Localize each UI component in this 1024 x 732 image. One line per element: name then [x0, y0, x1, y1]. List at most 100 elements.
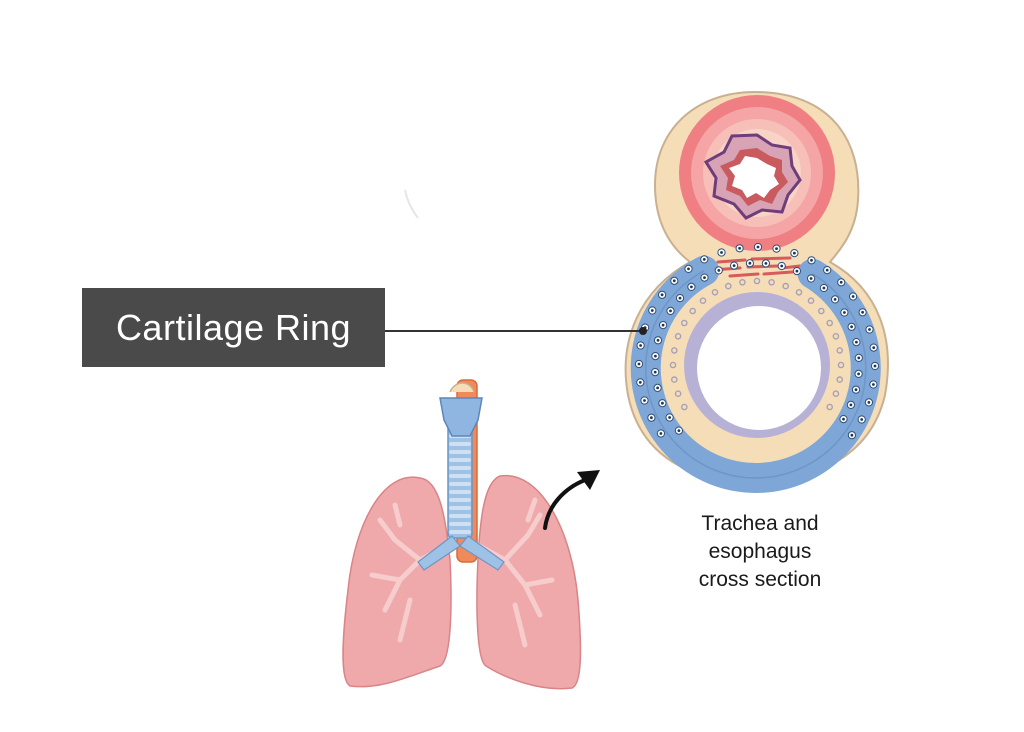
chondrocyte-nucleus — [650, 309, 654, 312]
submucosa-dot — [782, 282, 790, 290]
chondrocyte-nucleus — [720, 251, 723, 254]
chondrocyte-nucleus — [822, 286, 826, 290]
chondrocyte-nucleus — [756, 245, 760, 249]
chondrocyte-nucleus — [732, 264, 736, 267]
submucosa-dot — [681, 319, 688, 327]
chondrocyte-nucleus — [661, 323, 665, 327]
label-text: Cartilage Ring — [115, 306, 352, 348]
cartilage-ring — [630, 255, 881, 493]
chondrocyte-nucleus — [857, 356, 861, 360]
trachea-ring — [449, 490, 471, 494]
submucosa-dot — [807, 297, 815, 305]
submucosa-dot — [832, 332, 840, 340]
chondrocyte-nucleus — [825, 268, 829, 272]
submucosa-dot — [699, 297, 707, 305]
esophagus-section — [679, 95, 835, 251]
caption-line-2: esophagus — [708, 540, 812, 563]
chondrocyte-nucleus — [857, 372, 860, 376]
chondrocyte-nucleus — [850, 325, 853, 329]
chondrocyte-nucleus — [849, 403, 853, 407]
chondrocyte-nucleus — [861, 310, 864, 314]
chondrocyte-nucleus — [656, 338, 660, 342]
chondrocyte-nucleus — [738, 246, 741, 250]
chondrocyte-nucleus — [833, 298, 837, 301]
trachea-ring — [449, 458, 471, 462]
chondrocyte-nucleus — [637, 362, 641, 366]
chondrocyte-nucleus — [717, 269, 721, 272]
trachea-ring — [449, 482, 471, 486]
chondrocyte-nucleus — [860, 418, 864, 421]
chondrocyte-nucleus — [873, 364, 877, 368]
trachealis-muscle — [710, 256, 802, 278]
submucosa-dot — [836, 376, 844, 383]
submucosa-dot — [671, 347, 678, 354]
chondrocyte-nucleus — [851, 295, 855, 298]
submucosa-dot — [739, 278, 746, 286]
submucosa-dot — [795, 288, 803, 296]
chondrocyte-nucleus — [872, 383, 875, 386]
submucosa-dot — [753, 277, 761, 285]
chondrocyte-nucleus — [850, 433, 854, 437]
lungs-overview — [342, 379, 600, 690]
submucosa-dot — [671, 376, 678, 383]
chondrocytes — [634, 242, 880, 440]
chondrocyte-nucleus — [795, 269, 799, 273]
trachea-ring — [449, 442, 471, 446]
chondrocyte-nucleus — [661, 401, 664, 405]
caption-line-1: Trachea and — [701, 512, 819, 535]
submucosa-dot — [711, 288, 719, 296]
trachea-rings — [449, 426, 471, 534]
label-leader-dot — [639, 327, 647, 335]
trachea-ring — [449, 474, 471, 478]
chondrocyte-nucleus — [659, 432, 663, 435]
submucosa-dot — [836, 347, 844, 354]
submucosa-dots — [669, 277, 845, 411]
chondrocyte-nucleus — [793, 251, 796, 255]
trachea-ring — [449, 522, 471, 526]
chondrocyte-nucleus — [780, 264, 784, 268]
chondrocyte-nucleus — [669, 309, 672, 313]
chondrocyte-nucleus — [872, 346, 876, 349]
chondrocyte-nucleus — [687, 267, 690, 271]
trachea-ring — [449, 466, 471, 470]
cartilage-ring-label: Cartilage Ring — [82, 288, 385, 367]
chondrocyte-nucleus — [650, 416, 653, 420]
submucosa-dot — [826, 403, 834, 411]
chondrocyte-nucleus — [672, 279, 676, 283]
trachea-ring — [449, 514, 471, 518]
chondrocyte-nucleus — [639, 344, 642, 347]
chondrocyte-nucleus — [843, 311, 846, 314]
submucosa-dot — [832, 390, 840, 398]
chondrocyte-nucleus — [656, 386, 659, 390]
trachea-ring — [449, 530, 471, 534]
chondrocyte-nucleus — [764, 262, 768, 265]
chondrocyte-nucleus — [678, 296, 682, 300]
chondrocyte-nucleus — [868, 328, 871, 331]
trachea-lumen — [697, 306, 821, 430]
chondrocyte-nucleus — [668, 416, 671, 419]
chondrocyte-nucleus — [643, 399, 646, 402]
figure-caption: Trachea and esophagus cross section — [660, 510, 860, 594]
submucosa-dot — [826, 319, 834, 327]
chondrocyte-nucleus — [654, 354, 657, 358]
arrow-head-icon — [577, 470, 600, 490]
chondrocyte-nucleus — [677, 429, 681, 432]
chondrocyte-nucleus — [775, 247, 778, 251]
submucosa-dot — [725, 282, 732, 290]
caption-line-3: cross section — [698, 568, 822, 591]
submucosa-dot — [768, 278, 775, 286]
trachea-ring — [449, 498, 471, 502]
submucosa-dot — [674, 332, 682, 340]
chondrocyte-nucleus — [690, 285, 693, 289]
chondrocyte-nucleus — [867, 401, 871, 404]
chondrocyte-nucleus — [839, 280, 843, 284]
submucosa-dot — [818, 307, 825, 315]
chondrocyte-nucleus — [809, 277, 813, 280]
trachea — [417, 419, 505, 571]
submucosa-dot — [689, 307, 697, 315]
chondrocyte-nucleus — [653, 370, 657, 374]
chondrocyte-nucleus — [638, 381, 642, 384]
larynx — [439, 397, 483, 437]
chondrocyte-nucleus — [748, 261, 752, 265]
